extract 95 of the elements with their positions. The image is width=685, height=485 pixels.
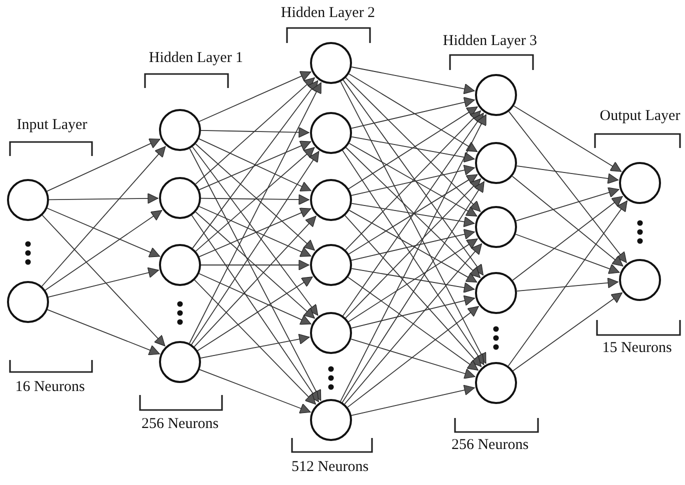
arrow [351, 268, 475, 293]
arrow [348, 106, 478, 190]
arrow [198, 71, 312, 122]
arrow [44, 210, 162, 291]
neuron-circle [7, 281, 49, 323]
arrow [342, 181, 485, 403]
layer-title: Hidden Layer 2 [280, 5, 376, 22]
arrow [340, 81, 486, 364]
neuron-circle [310, 42, 352, 84]
arrow [345, 110, 482, 250]
neuron-circle [475, 142, 517, 184]
arrow [512, 176, 624, 267]
arrow [192, 80, 318, 249]
neuron-circle [619, 259, 661, 301]
arrow [191, 150, 320, 345]
arrow [41, 146, 166, 287]
arrow [350, 338, 476, 379]
arrow [351, 384, 475, 416]
arrow [200, 194, 310, 205]
arrow [344, 215, 482, 368]
arrow [342, 112, 484, 316]
neuron-circle [310, 179, 352, 221]
arrow [351, 229, 475, 261]
arrow [351, 97, 475, 129]
arrow [348, 210, 478, 283]
neuron-circle [475, 272, 517, 314]
arrow [516, 165, 619, 184]
arrow [342, 80, 484, 276]
arrow [512, 292, 623, 372]
arrow [48, 267, 160, 298]
neuron-count: 256 Neurons [451, 437, 529, 454]
arrow [350, 295, 476, 328]
arrow [348, 142, 478, 217]
arrow [195, 77, 316, 184]
arrow [48, 193, 158, 204]
neuron-circle [475, 74, 517, 116]
arrow [191, 214, 320, 402]
arrow [351, 202, 475, 228]
arrow [348, 174, 478, 254]
arrow [512, 196, 623, 281]
arrow [351, 164, 475, 196]
arrow [194, 216, 316, 348]
arrow [347, 306, 480, 408]
arrow [513, 106, 622, 172]
neuron-circle [310, 399, 352, 441]
arrow [346, 147, 481, 278]
neuron-circle [310, 244, 352, 286]
arrow [195, 212, 316, 319]
arrow [351, 136, 475, 162]
arrow [192, 146, 318, 316]
neuron-circle [159, 109, 201, 151]
neuron-circle [619, 162, 661, 204]
arrow [345, 178, 482, 318]
arrow [46, 208, 160, 258]
neuron-circle [475, 362, 517, 404]
arrow [508, 200, 628, 366]
arrow [516, 278, 619, 292]
arrow [200, 260, 310, 270]
arrow [351, 66, 475, 94]
arrow [340, 114, 486, 402]
layer-title: Hidden Layer 1 [148, 50, 244, 67]
arrow [348, 238, 478, 322]
arrow [342, 150, 484, 366]
arrow [194, 280, 316, 405]
arrow [200, 334, 310, 358]
neuron-count: 512 Neurons [291, 459, 369, 476]
neuron-count: 15 Neurons [602, 340, 672, 357]
neuron-circle [159, 341, 201, 383]
arrow [508, 111, 627, 264]
neuron-count: 16 Neurons [15, 379, 85, 396]
arrow [345, 77, 481, 212]
arrow [197, 276, 313, 352]
arrow [516, 187, 620, 222]
arrow [46, 138, 160, 192]
neuron-circle [310, 112, 352, 154]
arrow [344, 243, 482, 404]
layer-title: Output Layer [600, 108, 680, 125]
arrow [515, 234, 620, 274]
layer-title: Input Layer [16, 117, 88, 134]
neuron-count: 256 Neurons [141, 416, 219, 433]
neuron-circle [7, 179, 49, 221]
neuron-circle [310, 312, 352, 354]
arrow [189, 82, 322, 344]
arrow [198, 273, 312, 325]
arrow [199, 369, 311, 414]
arrow [348, 276, 479, 371]
arrow [42, 214, 166, 346]
arrow [348, 73, 478, 152]
neuron-circle [159, 244, 201, 286]
neuron-circle [159, 177, 201, 219]
arrow [200, 127, 310, 138]
layer-title: Hidden Layer 3 [442, 33, 538, 50]
arrow [189, 148, 322, 401]
neuron-circle [475, 206, 517, 248]
arrow [47, 309, 160, 356]
